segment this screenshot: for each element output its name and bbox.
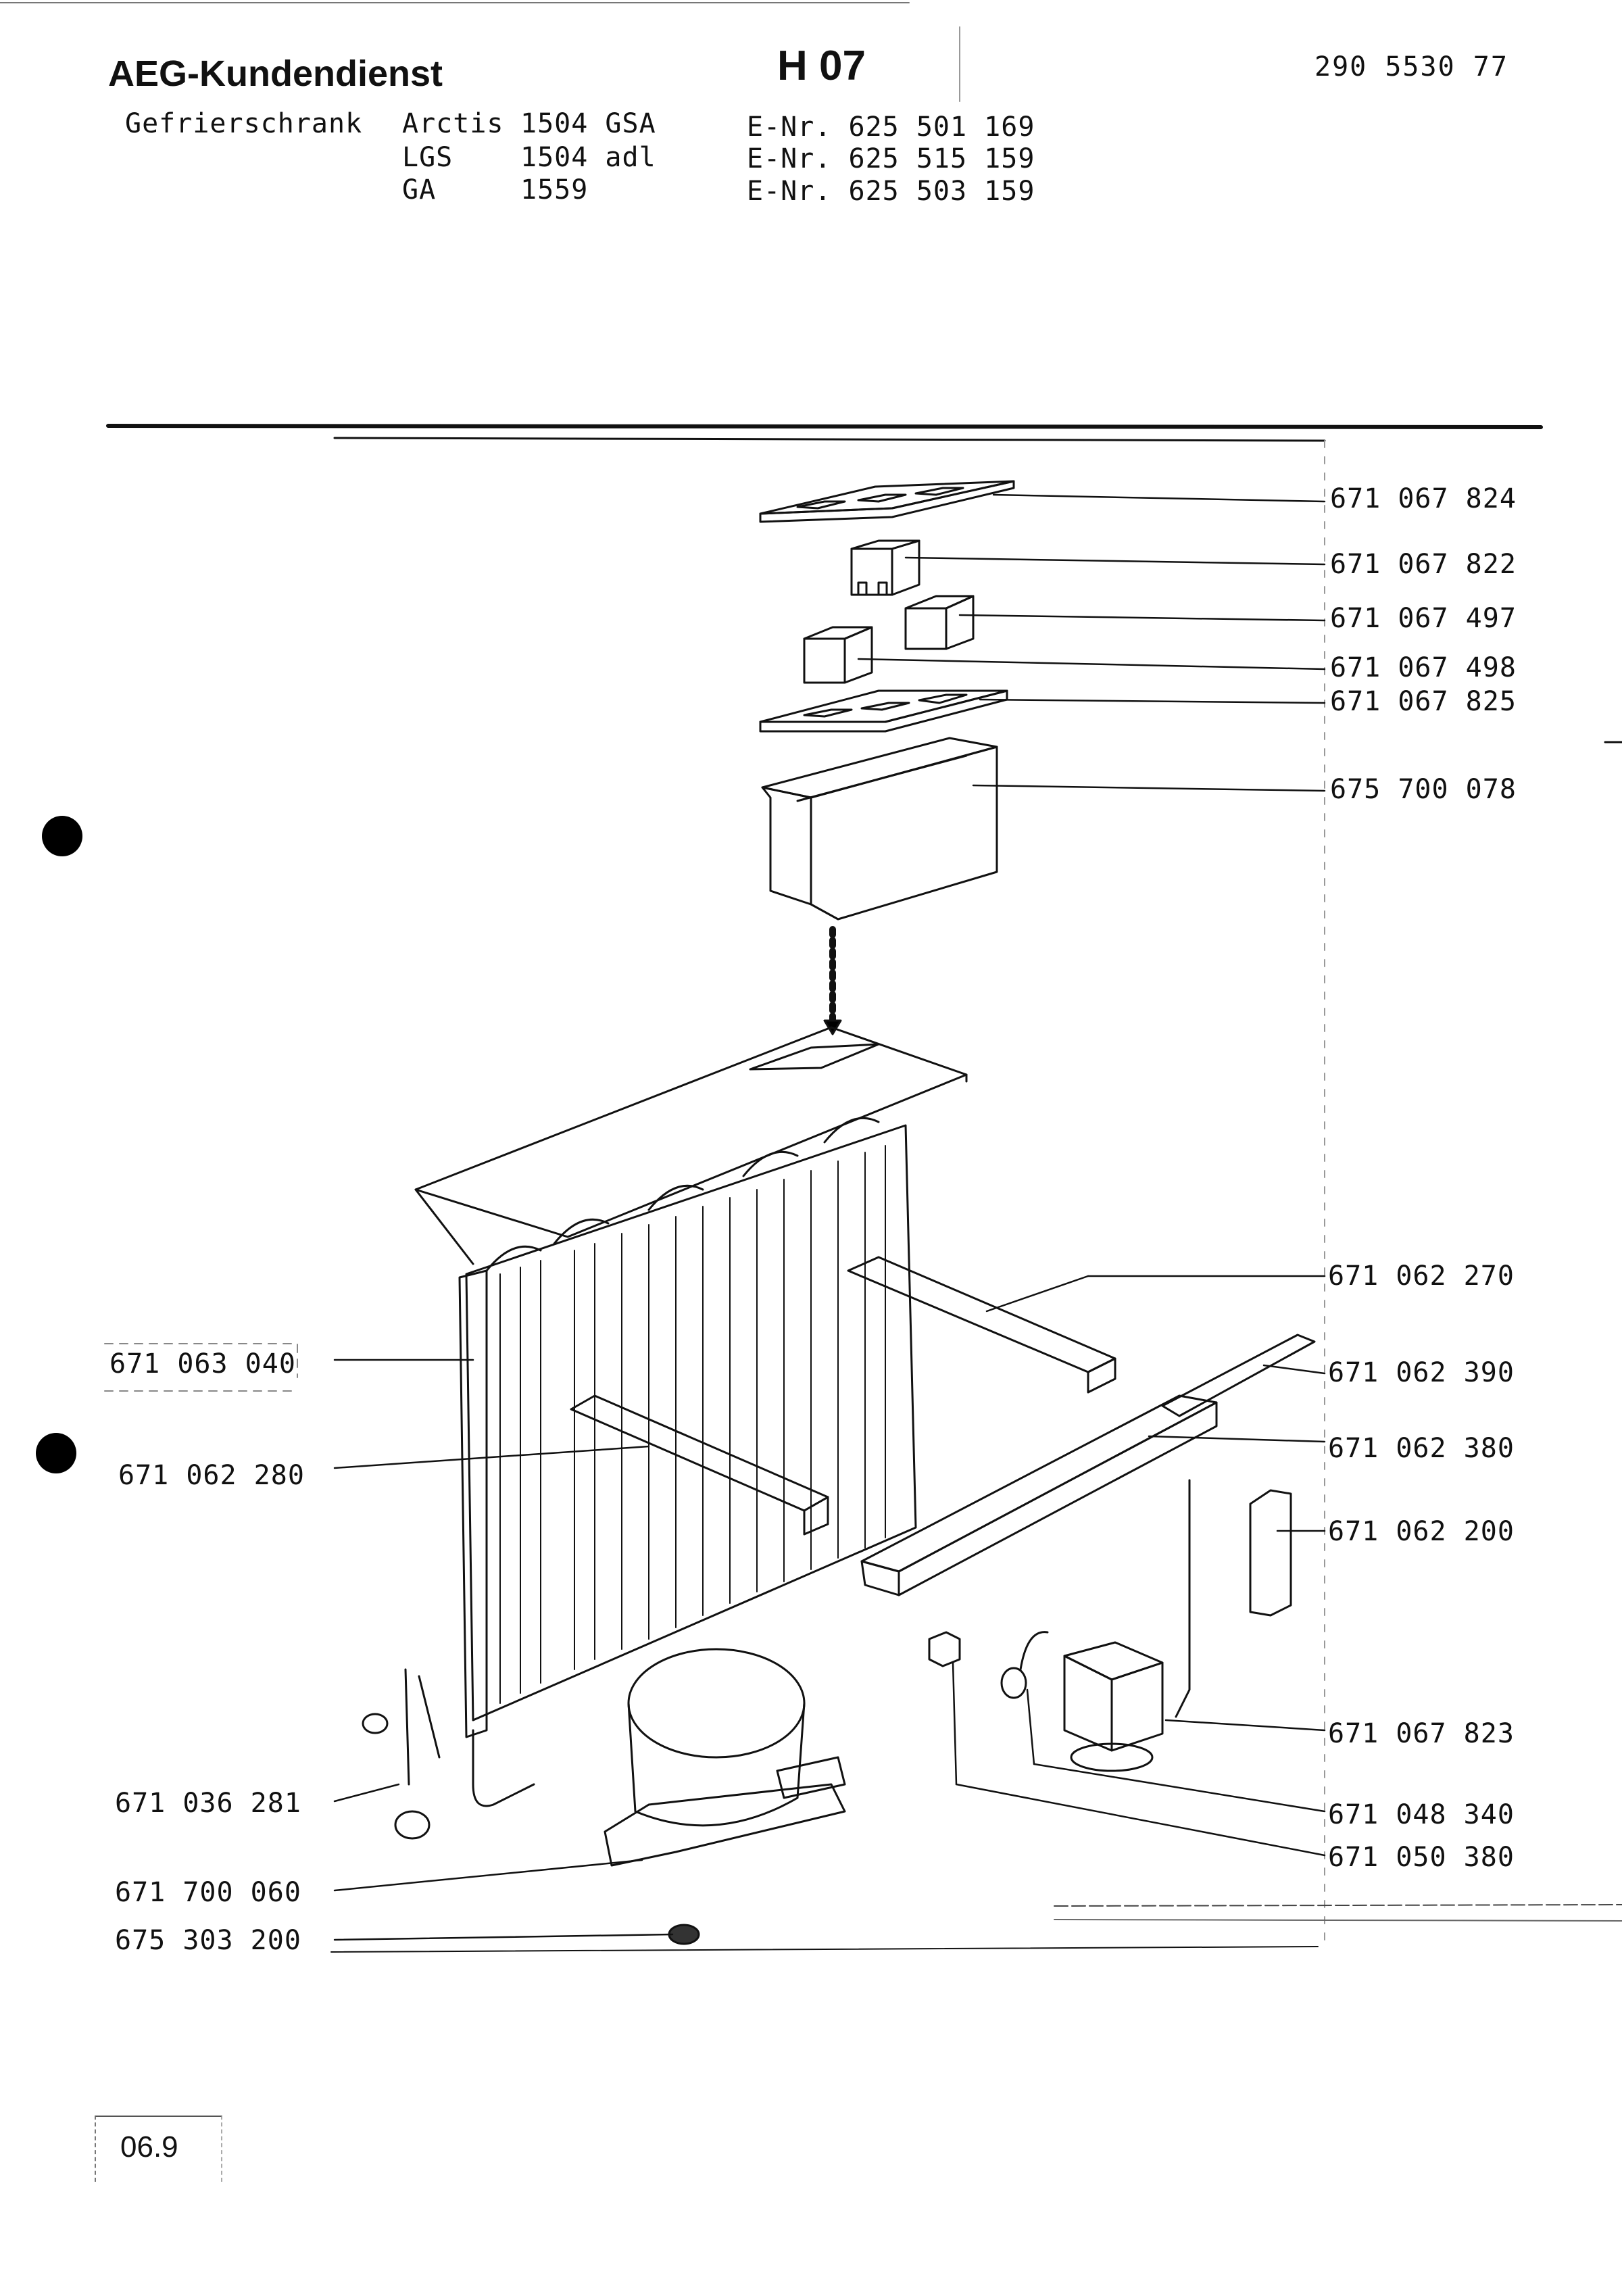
part-number-label: 671 067 822 [1330,549,1517,580]
part-number-label: 671 062 200 [1328,1516,1515,1547]
clip-holder [1249,1489,1292,1617]
part-number-label: 675 700 078 [1330,774,1517,805]
part-number-label: 671 050 380 [1328,1842,1515,1873]
model-enr: E-Nr. 625 501 169 [747,112,1035,143]
header-rule [106,424,1543,429]
footer-code: 06.9 [120,2130,178,2164]
part-number-label: 671 062 390 [1328,1357,1515,1388]
model-enr: E-Nr. 625 503 159 [747,176,1035,207]
part-number-label: 675 303 200 [115,1925,301,1956]
cover-plate-bottom [759,689,1008,733]
document-number: 290 5530 77 [1314,51,1508,82]
part-number-label: 671 700 060 [115,1877,301,1908]
part-number-label: 671 067 497 [1330,603,1517,634]
section-code: H 07 [777,43,866,89]
model-name: Arctis [402,108,504,139]
model-name: LGS [402,142,453,173]
rocker-switch-b [803,626,873,684]
part-number-label: 671 062 380 [1328,1433,1515,1464]
part-number-label: 671 062 280 [118,1460,305,1491]
part-number-label: 671 067 825 [1330,686,1517,717]
model-name: GA [402,174,437,205]
rocker-switch-a [904,595,975,650]
footer-box [95,2116,222,2182]
punch-hole-dot [36,1433,76,1473]
control-housing [761,737,998,921]
model-number: 1504 GSA [520,108,656,139]
relay-plug [928,1631,961,1667]
rubber-foot [668,1924,700,1945]
model-number: 1504 adl [520,142,656,173]
grommet [1000,1631,1049,1699]
part-number-label: 671 062 270 [1328,1261,1515,1292]
rail-long [1161,1334,1316,1417]
mounting-bracket-lower [570,1394,829,1536]
model-enr: E-Nr. 625 515 159 [747,143,1035,174]
capillary-tube [362,1668,441,1840]
part-number-label: 671 036 281 [115,1788,301,1819]
mounting-bracket-upper [847,1256,1116,1394]
compressor [604,1648,846,1867]
part-number-label: 671 048 340 [1328,1799,1515,1830]
condenser-coil [458,1117,917,1807]
cover-plate-top [759,480,1015,523]
part-number-label: 671 063 040 [109,1348,296,1379]
thermostat [1063,1641,1164,1772]
rail-base [860,1394,1218,1596]
switch-module [850,539,920,596]
appliance-type: Gefrierschrank [125,108,363,139]
model-number: 1559 [520,174,589,205]
page-title: AEG-Kundendienst [108,53,443,94]
punch-hole-dot [42,816,82,856]
part-number-label: 671 067 498 [1330,652,1517,683]
part-number-label: 671 067 824 [1330,483,1517,514]
cabinet-back-panel [414,1026,968,1265]
part-number-label: 671 067 823 [1328,1718,1515,1749]
